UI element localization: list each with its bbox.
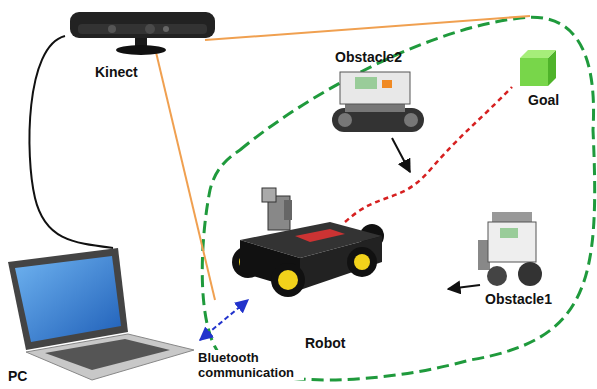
nxt-button: [382, 80, 392, 88]
sensor-node: Kinect: [65, 8, 220, 83]
node-label: Goal: [528, 92, 559, 108]
obstacle-robot: [332, 72, 424, 172]
kinect-lens: [145, 24, 155, 34]
node-label: Obstacle2: [335, 49, 402, 65]
robot-arm-bracket: [262, 188, 276, 202]
robot-front: [300, 236, 382, 290]
node-label: PC: [8, 368, 27, 384]
laptop-keyboard: [45, 339, 170, 370]
robot-wheel: [271, 263, 305, 297]
goal-node: Goal: [512, 45, 574, 110]
motion-arrow: [392, 138, 410, 172]
robot-node: Robot: [230, 222, 382, 300]
laptop-screen-frame: [8, 248, 128, 350]
goal-cube: [520, 50, 556, 86]
wheel: [487, 266, 507, 286]
obstacle-node: Obstacle2: [322, 47, 440, 162]
robot-wheel-hub: [354, 254, 370, 270]
nxt-brick: [488, 222, 536, 262]
nxt-screen: [355, 77, 377, 89]
robot-board: [295, 229, 345, 242]
kinect-lens: [108, 25, 116, 33]
workspace-boundary: [202, 17, 594, 380]
nxt-brick: [340, 72, 410, 104]
obstacle-node: Obstacle1: [465, 205, 580, 305]
track-wheel: [338, 113, 352, 127]
obstacle-robot: [448, 212, 542, 289]
laptop: [8, 248, 194, 380]
connector: [200, 300, 248, 340]
nxt-screen: [500, 228, 518, 238]
kinect-face: [78, 24, 207, 34]
kinect-sensor: [70, 12, 215, 55]
kinect-lens: [163, 26, 169, 32]
robot-wheel: [347, 247, 377, 277]
edge-label: Bluetooth communication: [196, 350, 304, 380]
node-label: Robot: [305, 335, 345, 351]
laptop-screen: [15, 256, 121, 342]
edge-label-holder: Bluetooth communication: [196, 350, 304, 380]
connector: [345, 87, 512, 222]
computer-node: PC: [3, 248, 198, 388]
robot-arm-joint: [284, 200, 292, 220]
node-label: Obstacle1: [485, 291, 552, 307]
cube-front: [520, 58, 548, 86]
kinect-base: [116, 45, 166, 55]
wheel: [518, 262, 542, 286]
motion-arrow: [448, 285, 480, 289]
camera-view-line: [205, 16, 530, 40]
node-label: Kinect: [95, 64, 138, 80]
robot-wheel-hub: [278, 270, 298, 290]
laptop-base: [26, 334, 194, 380]
track-wheel: [404, 113, 418, 127]
kinect-body: [70, 12, 215, 38]
cube-top: [520, 50, 556, 58]
camera-view-line: [155, 48, 215, 300]
brick-top: [492, 212, 532, 222]
robot-vehicle: [232, 188, 384, 297]
